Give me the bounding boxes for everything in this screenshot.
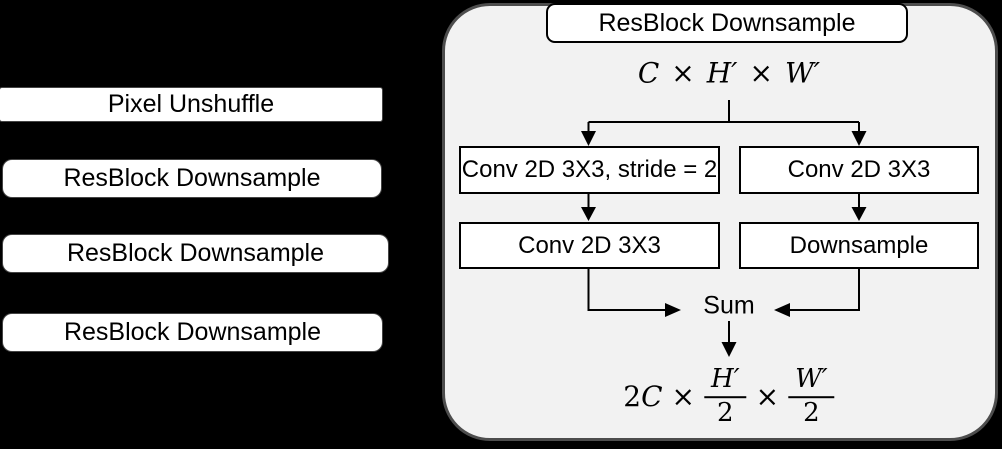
fraction-w-over-2: W′2 (788, 365, 835, 428)
node-label: Conv 2D 3X3 (787, 156, 931, 183)
node-pixel-unshuffle: Pixel Unshuffle (0, 88, 382, 121)
node-conv2d-3x3-left-bottom: Conv 2D 3X3 (459, 222, 720, 269)
node-label: ResBlock Downsample (66, 239, 325, 267)
node-downsample: Downsample (739, 222, 979, 269)
input-dimensions-formula: C×H′×W′ (637, 56, 821, 90)
panel-title-box: ResBlock Downsample (546, 3, 908, 43)
node-resblock-downsample-1: ResBlock Downsample (3, 160, 381, 197)
node-label: ResBlock Downsample (63, 318, 322, 346)
fraction-h-over-2: H′2 (704, 365, 747, 428)
sum-label: Sum (703, 291, 755, 320)
node-label: Conv 2D 3X3 (518, 231, 661, 259)
node-label: Pixel Unshuffle (107, 90, 275, 118)
node-label: Downsample (789, 231, 929, 259)
node-conv2d-3x3-right: Conv 2D 3X3 (739, 146, 979, 194)
node-label: Conv 2D 3X3, stride = 2 (461, 156, 718, 183)
node-label: ResBlock Downsample (63, 164, 321, 192)
node-resblock-downsample-3: ResBlock Downsample (3, 314, 382, 351)
node-conv2d-3x3-stride2: Conv 2D 3X3, stride = 2 (459, 146, 720, 194)
panel-title: ResBlock Downsample (598, 8, 856, 37)
node-resblock-downsample-2: ResBlock Downsample (3, 235, 388, 272)
